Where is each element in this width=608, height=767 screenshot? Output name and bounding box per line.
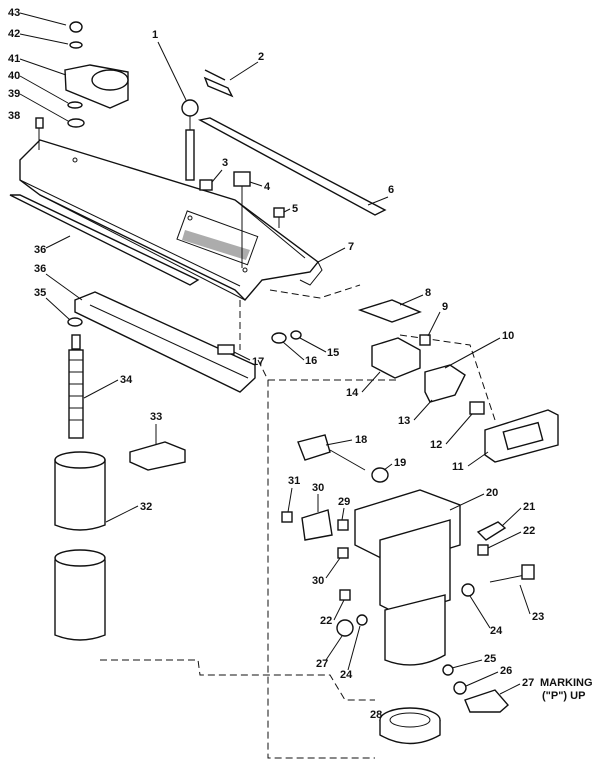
callout-17: 17 xyxy=(252,356,264,368)
column-screw xyxy=(67,317,84,439)
washers-24 xyxy=(356,583,475,626)
callout-4: 4 xyxy=(264,181,271,193)
nut-19 xyxy=(371,467,389,483)
hex-wrench xyxy=(203,69,234,98)
callout-13: 13 xyxy=(398,415,410,427)
small-screw-39 xyxy=(35,117,44,150)
callout-16: 16 xyxy=(305,355,317,367)
handle-18 xyxy=(297,434,366,471)
callout-31: 30 xyxy=(312,482,324,494)
callout-34: 33 xyxy=(150,411,162,423)
callout-20: 20 xyxy=(486,487,498,499)
callout-6: 6 xyxy=(388,184,394,196)
column-tube xyxy=(54,451,106,641)
bottom-strip xyxy=(9,194,200,286)
callout-7: 7 xyxy=(348,241,354,253)
callout-12: 12 xyxy=(430,439,442,451)
callout-26: 26 xyxy=(500,665,512,677)
screw-9 xyxy=(419,334,431,346)
channel-rail xyxy=(74,291,256,393)
knob-12 xyxy=(469,401,485,415)
callout-42: 42 xyxy=(8,28,20,40)
clamp-block-34 xyxy=(129,441,186,471)
ring-28 xyxy=(379,707,441,745)
callout-21: 21 xyxy=(523,501,535,513)
callout-25: 25 xyxy=(484,653,496,665)
callout-14: 14 xyxy=(346,387,359,399)
callout-32: 31 xyxy=(288,475,300,487)
bracket-31 xyxy=(301,509,333,541)
guide-bar xyxy=(197,117,387,216)
marking-note-line2: ("P") UP xyxy=(542,690,585,702)
clips-30 xyxy=(337,519,349,559)
callout-40: 40 xyxy=(8,70,20,82)
callout-2: 2 xyxy=(258,51,264,63)
plate-8 xyxy=(357,299,422,323)
callout-43: 43 xyxy=(8,7,20,19)
callouts: 43 42 41 40 39 38 1 2 3 4 5 6 7 8 9 10 1… xyxy=(8,7,593,721)
screw-5 xyxy=(273,207,285,228)
clip-13 xyxy=(424,364,466,403)
callout-9: 9 xyxy=(442,301,448,313)
callout-10: 10 xyxy=(502,330,514,342)
nut-3 xyxy=(199,179,213,191)
bolt-4 xyxy=(233,171,251,268)
callout-28: 28 xyxy=(370,709,382,721)
callout-29: 27 xyxy=(316,658,328,670)
callout-38: 36 xyxy=(34,244,46,256)
ball-handle xyxy=(181,99,199,181)
callout-39: 38 xyxy=(8,110,20,122)
screw-17 xyxy=(217,344,235,355)
callout-3: 3 xyxy=(222,157,228,169)
parts-25-26 xyxy=(442,664,467,695)
callout-33: 32 xyxy=(140,501,152,513)
callout-36-bottom: 35 xyxy=(34,287,46,299)
callout-24-right: 24 xyxy=(490,625,503,637)
callout-18: 18 xyxy=(355,434,367,446)
callout-41: 41 xyxy=(8,53,20,65)
callout-1: 1 xyxy=(152,29,158,41)
callout-37: 36 xyxy=(34,263,46,275)
marking-note-line1: MARKING xyxy=(540,677,593,689)
callout-24-left: 24 xyxy=(340,669,353,681)
callout-11: 11 xyxy=(452,461,464,473)
clamp-knob xyxy=(64,21,129,128)
callout-5: 5 xyxy=(292,203,298,215)
yoke-20 xyxy=(354,489,461,666)
callout-8: 8 xyxy=(425,287,431,299)
callout-22-right: 22 xyxy=(523,525,535,537)
knob-29 xyxy=(336,619,354,637)
callout-19: 19 xyxy=(394,457,406,469)
screw-32 xyxy=(281,511,293,523)
callout-15: 15 xyxy=(327,347,339,359)
callout-30-top: 29 xyxy=(338,496,350,508)
nuts-22 xyxy=(339,544,489,601)
callout-36-top: 39 xyxy=(8,88,20,100)
callout-23: 23 xyxy=(532,611,544,623)
switch-11 xyxy=(484,409,559,463)
callout-22-left: 22 xyxy=(320,615,332,627)
callout-27: 27 xyxy=(522,677,534,689)
callout-30-bottom: 30 xyxy=(312,575,324,587)
nut-15-16 xyxy=(271,330,302,344)
callout-35: 34 xyxy=(120,374,133,386)
radial-arm xyxy=(19,139,323,302)
bolt-23 xyxy=(489,564,535,583)
bracket-14 xyxy=(371,337,421,379)
pin-21 xyxy=(476,521,507,541)
clip-27 xyxy=(464,689,509,713)
